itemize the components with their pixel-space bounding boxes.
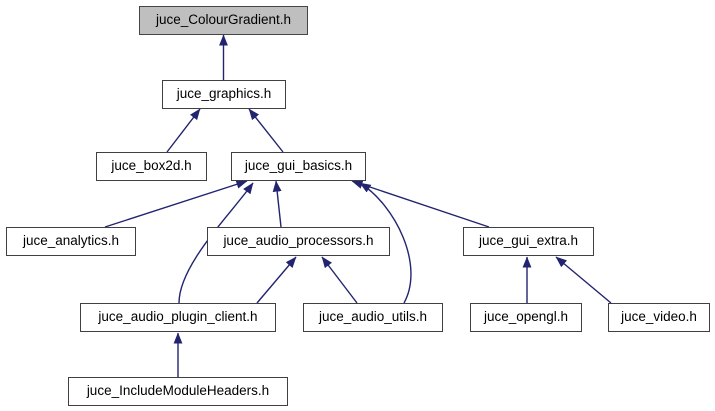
node-opengl[interactable]: juce_opengl.h <box>470 303 582 332</box>
node-includemodule[interactable]: juce_IncludeModuleHeaders.h <box>68 377 288 406</box>
node-label: juce_gui_extra.h <box>478 232 579 248</box>
node-label: juce_ColourGradient.h <box>155 11 292 27</box>
node-label: juce_audio_plugin_client.h <box>98 308 258 324</box>
node-box2d[interactable]: juce_box2d.h <box>96 152 207 181</box>
node-analytics[interactable]: juce_analytics.h <box>6 227 136 256</box>
node-audio_processors[interactable]: juce_audio_processors.h <box>207 227 390 256</box>
edge-gui_basics-to-graphics <box>248 108 284 153</box>
edge-audio_processors-to-gui_basics <box>272 180 282 228</box>
edge-box2d-to-graphics <box>166 108 201 153</box>
node-audio_utils[interactable]: juce_audio_utils.h <box>303 303 443 332</box>
edge-audio_utils-to-audio_processors <box>321 256 358 304</box>
node-label: juce_opengl.h <box>483 308 569 324</box>
node-label: juce_analytics.h <box>22 232 120 248</box>
node-label: juce_gui_basics.h <box>244 157 353 173</box>
node-label: juce_audio_processors.h <box>223 232 374 248</box>
node-colourgradient[interactable]: juce_ColourGradient.h <box>139 6 308 35</box>
node-plugin_client[interactable]: juce_audio_plugin_client.h <box>80 303 276 332</box>
node-graphics[interactable]: juce_graphics.h <box>162 80 286 109</box>
edge-gui_extra-to-gui_basics <box>351 180 490 228</box>
node-label: juce_IncludeModuleHeaders.h <box>86 382 270 398</box>
edge-video-to-gui_extra <box>555 256 612 304</box>
node-label: juce_audio_utils.h <box>318 308 428 324</box>
node-video[interactable]: juce_video.h <box>608 303 710 332</box>
node-label: juce_video.h <box>621 308 697 324</box>
node-label: juce_graphics.h <box>176 85 272 101</box>
edge-plugin_client-to-audio_processors <box>256 256 297 304</box>
edge-analytics-to-gui_basics <box>104 180 248 228</box>
node-gui_extra[interactable]: juce_gui_extra.h <box>463 227 594 256</box>
node-label: juce_box2d.h <box>111 157 192 173</box>
node-gui_basics[interactable]: juce_gui_basics.h <box>231 152 366 181</box>
